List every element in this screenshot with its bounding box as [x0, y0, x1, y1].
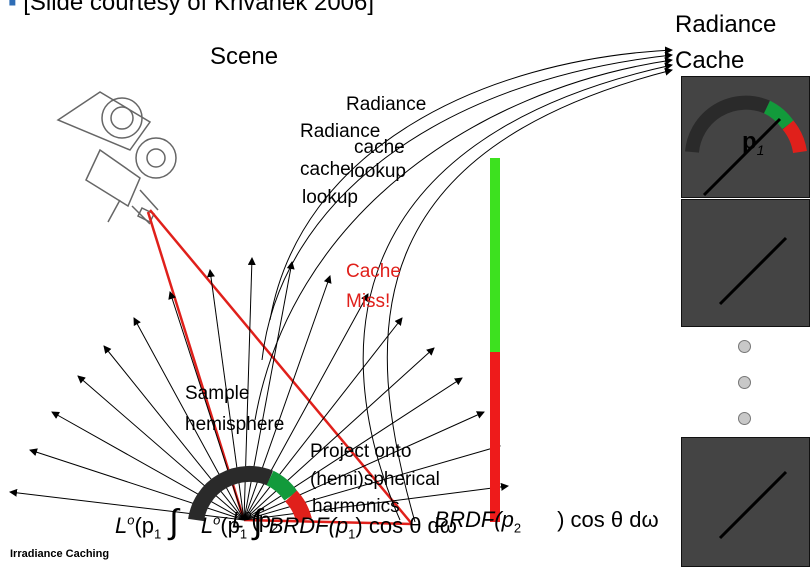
lookup-label-2-l1: Radiance	[346, 94, 427, 115]
lookup-label-2-l3: lookup	[350, 161, 406, 182]
equation-2: Lo(p2 BRDF(p2) cos θ dω	[232, 507, 659, 536]
cache-dot-icon	[738, 412, 751, 425]
cache-lookup-curves	[254, 46, 673, 523]
lookup-label-2-l2: cache	[354, 137, 405, 158]
hemisphere-ray	[243, 444, 501, 521]
cache-title-line1: Radiance	[675, 11, 777, 38]
cache-entry-1-arc-icon	[685, 95, 807, 197]
project-onto-l3: harmonics	[312, 496, 400, 517]
lookup-label-1-l2: cache	[300, 159, 351, 180]
header-bullet: ▪ [Slide courtesy of Křivánek 2006]	[8, 0, 375, 16]
cache-entry-3	[681, 437, 810, 567]
cache-miss-l2: Miss!	[346, 291, 391, 312]
project-onto-l2: (hemi)spherical	[310, 469, 440, 490]
hemisphere-ray	[243, 377, 463, 521]
hemisphere-ray	[243, 347, 435, 521]
camera-ray-3	[243, 518, 413, 526]
bar-red-segment	[490, 352, 500, 522]
cache-entry-label: p1	[742, 128, 765, 158]
hemisphere-icon	[188, 465, 312, 523]
cache-dot-icon	[738, 340, 751, 353]
equation-1: Lo(p1 ∫ Lo(p1 ∫ BRDF(p1) cos θ dω	[115, 503, 457, 542]
sample-hemisphere-l1: Sample	[185, 383, 250, 404]
hemisphere-ray	[29, 448, 245, 521]
camera-ray-2	[149, 209, 413, 525]
hemisphere-ray	[243, 411, 485, 521]
hemisphere-ray	[77, 375, 245, 521]
hemisphere-ray	[243, 482, 509, 521]
camera-ray-1	[146, 211, 246, 521]
camera-icon	[56, 91, 177, 225]
scene-label: Scene	[210, 43, 279, 70]
lookup-label-1-l3: lookup	[302, 187, 358, 208]
cache-title-line2: Cache	[675, 47, 745, 74]
cache-entry-1: p1	[681, 76, 810, 198]
sample-hemisphere-l2: hemisphere	[185, 414, 285, 435]
project-onto-l1: Project onto	[310, 441, 412, 462]
lookup-label-1-l1: Radiance	[300, 121, 381, 142]
footer-title: Irradiance Caching	[10, 548, 110, 560]
cache-entry-2	[681, 199, 810, 327]
cache-miss-l1: Cache	[346, 261, 401, 282]
hemisphere-ray	[51, 411, 245, 521]
cache-dot-icon	[738, 376, 751, 389]
bar-green-segment	[490, 158, 500, 352]
